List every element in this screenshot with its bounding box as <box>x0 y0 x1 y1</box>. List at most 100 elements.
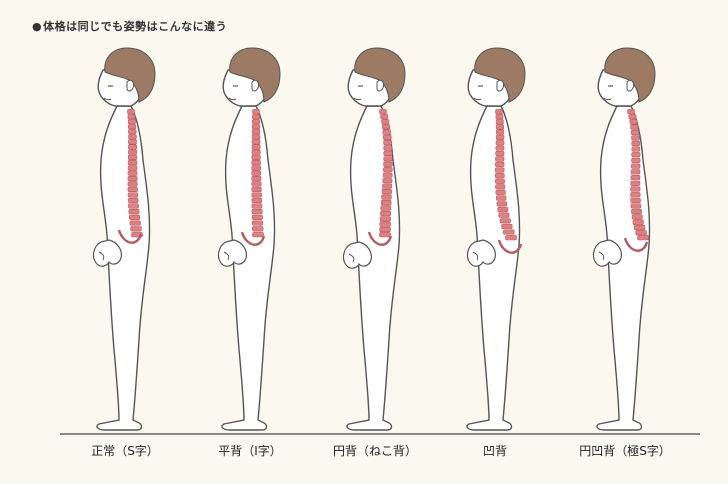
vertebra <box>128 166 137 171</box>
vertebra <box>496 190 506 195</box>
vertebra <box>253 109 260 114</box>
vertebra <box>496 140 504 145</box>
vertebra <box>631 181 640 186</box>
label-normal: 正常（S字） <box>60 442 190 459</box>
head <box>468 48 525 106</box>
vertebra <box>128 204 138 209</box>
vertebra <box>631 204 641 209</box>
vertebra <box>496 196 506 201</box>
head <box>598 48 655 106</box>
vertebra <box>630 120 637 125</box>
body-silhouette <box>597 106 650 430</box>
vertebra <box>129 209 139 214</box>
vertebra <box>252 160 261 165</box>
vertebra <box>498 207 508 212</box>
vertebra <box>252 182 261 187</box>
vertebra <box>252 145 260 150</box>
figure-normal <box>94 48 155 430</box>
figure-round <box>344 48 405 430</box>
vertebra <box>380 217 390 222</box>
vertebra <box>252 114 259 119</box>
vertebra <box>631 164 640 169</box>
vertebra <box>632 158 641 163</box>
vertebra <box>128 198 138 203</box>
vertebra <box>131 227 142 232</box>
head <box>348 48 405 106</box>
vertebra <box>252 124 260 129</box>
vertebra <box>252 140 260 145</box>
vertebra <box>495 162 504 167</box>
vertebra <box>381 114 388 119</box>
vertebra <box>128 182 137 187</box>
vertebra <box>252 221 263 226</box>
vertebra <box>497 201 507 206</box>
vertebra <box>495 173 504 178</box>
vertebra <box>631 175 640 180</box>
vertebra <box>252 215 262 220</box>
vertebra <box>381 200 391 205</box>
vertebra <box>252 134 260 139</box>
vertebra <box>631 170 640 175</box>
body-silhouette <box>97 106 150 430</box>
vertebra <box>128 171 137 176</box>
vertebra <box>252 176 261 181</box>
vertebra <box>502 224 513 229</box>
vertebra <box>252 155 261 160</box>
vertebra <box>495 179 504 184</box>
vertebra <box>129 215 139 220</box>
vertebra <box>384 140 392 145</box>
vertebra <box>383 135 391 140</box>
vertebra <box>382 184 391 189</box>
label-round: 円背（ねこ背） <box>310 442 440 459</box>
vertebra <box>495 185 504 190</box>
vertebra <box>632 147 640 152</box>
vertebra <box>252 204 262 209</box>
vertebra <box>252 198 262 203</box>
vertebra <box>128 119 135 124</box>
vertebra <box>130 221 141 226</box>
vertebra <box>496 135 504 140</box>
vertebra <box>128 150 136 155</box>
vertebra <box>252 193 262 198</box>
vertebra <box>631 209 641 214</box>
vertebra <box>636 230 647 235</box>
vertebra <box>380 222 391 227</box>
vertebra <box>128 160 137 165</box>
vertebra <box>252 209 262 214</box>
vertebra <box>631 130 639 135</box>
vertebra <box>380 211 390 216</box>
vertebra <box>252 119 259 124</box>
vertebra <box>252 129 260 134</box>
vertebra <box>384 157 393 162</box>
vertebra <box>632 152 640 157</box>
vertebra <box>496 119 503 124</box>
vertebra <box>506 235 517 240</box>
figure-flat <box>219 48 280 430</box>
vertebra <box>383 167 392 172</box>
vertebra <box>631 125 639 130</box>
vertebra <box>631 187 640 192</box>
head <box>223 48 280 106</box>
vertebra <box>384 162 393 167</box>
vertebra <box>496 125 504 130</box>
vertebra <box>252 150 260 155</box>
vertebra <box>382 189 392 194</box>
vertebra <box>629 114 636 119</box>
vertebra <box>384 151 392 156</box>
vertebra <box>383 173 392 178</box>
body-silhouette <box>222 106 275 430</box>
vertebra <box>128 140 136 145</box>
vertebra <box>253 232 264 237</box>
vertebra <box>495 157 504 162</box>
vertebra <box>380 227 391 232</box>
label-flat: 平背（I字） <box>185 442 315 459</box>
vertebra <box>128 176 137 181</box>
vertebra <box>128 187 138 192</box>
vertebra <box>252 187 262 192</box>
vertebra <box>252 166 261 171</box>
vertebra <box>380 232 391 237</box>
figure-kypho-lordotic <box>594 48 655 430</box>
vertebra <box>252 227 263 232</box>
vertebra <box>503 230 514 235</box>
